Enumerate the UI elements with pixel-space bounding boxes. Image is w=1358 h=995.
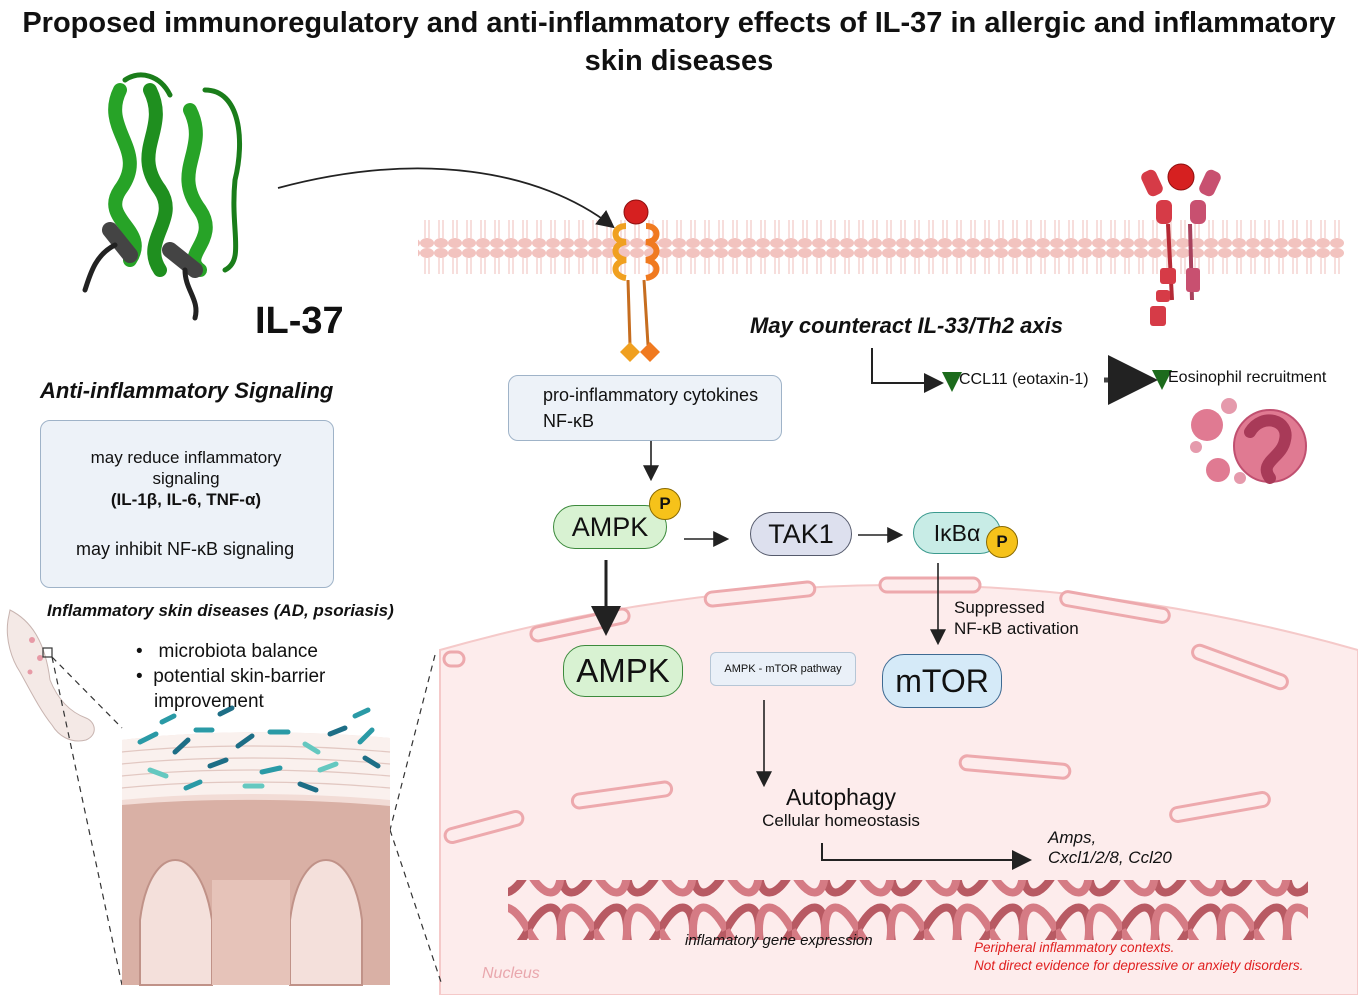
- suppressed-line2: NF-κB activation: [954, 619, 1079, 638]
- disclaimer-line2: Not direct evidence for depressive or an…: [974, 958, 1304, 973]
- disclaimer-line1: Peripheral inflammatory contexts.: [974, 940, 1175, 955]
- anti-inflammatory-box: [40, 420, 334, 588]
- dna-helix: [508, 880, 1308, 940]
- skin-diseases-heading: Inflammatory skin diseases (AD, psoriasi…: [47, 601, 394, 620]
- ampk-node-top: AMPK: [553, 505, 667, 549]
- item1-line1: may reduce inflammatory: [90, 448, 282, 467]
- amps-line1: Amps,: [1048, 828, 1097, 847]
- skin-bullets: • microbiota balance • potential skin-ba…: [136, 639, 325, 714]
- anti-inflammatory-heading: Anti-inflammatory Signaling: [40, 378, 334, 403]
- amps-text: Amps, Cxcl1/2/8, Ccl20: [1048, 828, 1172, 868]
- bullet-barrier: • potential skin-barrier: [136, 666, 326, 687]
- anti-inflammatory-item-2: may inhibit NF-κB signaling: [76, 539, 295, 559]
- bullet-barrier-line2: improvement: [154, 691, 264, 712]
- arm-illustration: [6, 609, 95, 742]
- disclaimer: Peripheral inflammatory contexts. Not di…: [974, 939, 1303, 975]
- il37-receptor: [612, 199, 660, 362]
- pro-inflammatory-cytokines: pro-inflammatory cytokines: [543, 385, 759, 405]
- phospho-badge-ikba: P: [986, 526, 1018, 558]
- suppressed-line1: Suppressed: [954, 598, 1045, 617]
- gene-expression-label: inflamatory gene expression: [685, 932, 873, 949]
- receptor-outcome-text: pro-inflammatory cytokines NF-κB: [543, 382, 758, 434]
- nucleus-label: Nucleus: [482, 965, 540, 982]
- eosinophil: [1190, 398, 1307, 484]
- suppressed-nfkb-text: Suppressed NF-κB activation: [954, 597, 1079, 639]
- ccl11-label: CCL11 (eotaxin-1): [959, 371, 1089, 388]
- anti-inflammatory-item-1: may reduce inflammatory signaling (IL-1β…: [78, 447, 294, 510]
- il33-receptor: [1141, 163, 1221, 326]
- bullet-microbiota-text: microbiota balance: [158, 641, 318, 662]
- skin-section: [121, 705, 391, 986]
- nfkb-label: NF-κB: [543, 411, 594, 431]
- il37-label: IL-37: [255, 300, 344, 342]
- autophagy-label: Autophagy: [786, 784, 896, 810]
- bullet-microbiota: • microbiota balance: [136, 641, 318, 662]
- tak1-node: TAK1: [750, 512, 852, 556]
- phospho-badge-ampk: P: [649, 488, 681, 520]
- mtor-node: mTOR: [882, 654, 1002, 708]
- item1-cytokines: (IL-1β, IL-6, TNF-α): [110, 490, 262, 509]
- receptor-outcome-box: [508, 375, 782, 441]
- item1-line2: signaling: [152, 469, 220, 488]
- cell-membrane: [418, 212, 1344, 274]
- ampk-mtor-pathway-box: AMPK - mTOR pathway: [710, 652, 856, 686]
- amps-line2: Cxcl1/2/8, Ccl20: [1048, 848, 1172, 867]
- th2-heading: May counteract IL-33/Th2 axis: [750, 313, 1063, 338]
- il37-protein: [82, 72, 242, 321]
- eosinophil-recruitment-label: Eosinophil recruitment: [1168, 369, 1327, 386]
- figure-title: Proposed immunoregulatory and anti-infla…: [22, 7, 1336, 77]
- ampk-node-bottom: AMPK: [563, 645, 683, 697]
- cellular-homeostasis-label: Cellular homeostasis: [762, 811, 920, 830]
- bullet-barrier-text: potential skin-barrier: [153, 666, 326, 687]
